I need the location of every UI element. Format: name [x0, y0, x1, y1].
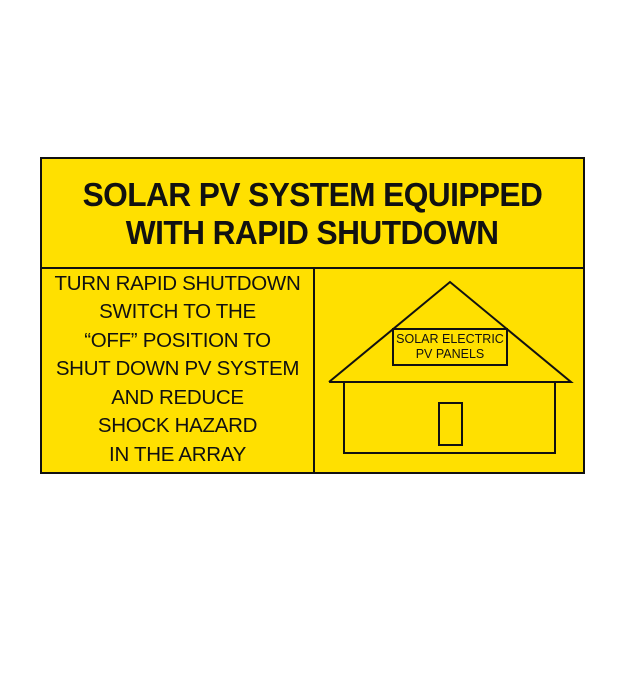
sign-title: SOLAR PV SYSTEM EQUIPPED WITH RAPID SHUT… — [42, 159, 583, 269]
house-outline-graphic — [328, 280, 574, 454]
rapid-shutdown-sign: SOLAR PV SYSTEM EQUIPPED WITH RAPID SHUT… — [40, 157, 585, 474]
house-walls — [343, 381, 556, 454]
instruction-line-4: SHUT DOWN PV SYSTEM — [55, 357, 300, 381]
shutdown-instructions: TURN RAPID SHUTDOWN SWITCH TO THE “OFF” … — [42, 269, 315, 472]
house-diagram: SOLAR ELECTRIC PV PANELS — [315, 269, 583, 472]
instruction-line-6: SHOCK HAZARD — [97, 414, 258, 438]
pv-panels-label-line-1: SOLAR ELECTRIC — [396, 332, 504, 346]
instruction-line-3: “OFF” POSITION TO — [84, 328, 271, 352]
pv-panels-label: SOLAR ELECTRIC PV PANELS — [393, 329, 507, 365]
sign-title-line-2: WITH RAPID SHUTDOWN — [126, 214, 499, 251]
sign-title-line-1: SOLAR PV SYSTEM EQUIPPED — [82, 176, 543, 213]
instruction-line-7: IN THE ARRAY — [109, 442, 246, 466]
rapid-shutdown-switch-box — [438, 402, 463, 446]
instruction-line-5: AND REDUCE — [111, 385, 244, 409]
pv-panels-box — [392, 328, 508, 366]
instruction-line-1: TURN RAPID SHUTDOWN — [54, 271, 301, 295]
pv-panels-label-line-2: PV PANELS — [415, 347, 485, 361]
instruction-line-2: SWITCH TO THE — [99, 300, 256, 324]
